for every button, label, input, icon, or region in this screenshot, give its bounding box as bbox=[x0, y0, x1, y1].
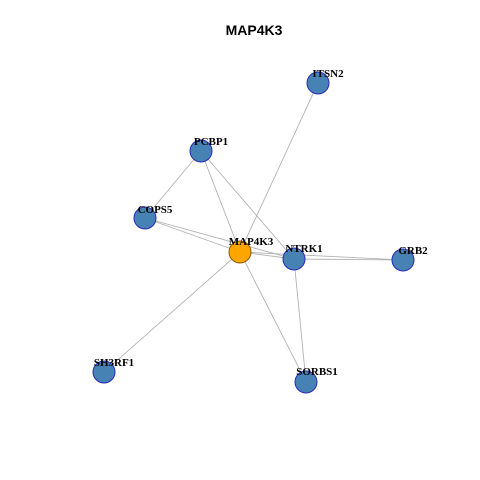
node-label-sh3rf1: SH3RF1 bbox=[94, 357, 134, 369]
edge-map4k3-grb2 bbox=[239, 251, 404, 261]
node-label-ntrk1: NTRK1 bbox=[285, 243, 322, 255]
node-cops5 bbox=[133, 206, 157, 230]
node-ntrk1 bbox=[282, 247, 306, 271]
node-grb2 bbox=[391, 248, 415, 272]
node-map4k3 bbox=[228, 240, 252, 264]
edge-pcbp1-ntrk1 bbox=[200, 150, 295, 260]
edge-map4k3-sorbs1 bbox=[239, 251, 307, 383]
node-label-pcbp1: PCBP1 bbox=[194, 136, 228, 148]
edge-map4k3-sh3rf1 bbox=[103, 251, 241, 373]
edge-ntrk1-sorbs1 bbox=[293, 258, 307, 383]
edge-map4k3-pcbp1 bbox=[200, 150, 241, 253]
edge-layer bbox=[103, 82, 404, 383]
node-label-grb2: GRB2 bbox=[398, 245, 428, 257]
edge-map4k3-itsn2 bbox=[239, 82, 319, 253]
graph-title: MAP4K3 bbox=[226, 22, 283, 38]
node-sorbs1 bbox=[294, 370, 318, 394]
node-itsn2 bbox=[306, 71, 330, 95]
edge-map4k3-cops5 bbox=[144, 217, 241, 253]
edge-pcbp1-cops5 bbox=[144, 150, 202, 219]
node-label-itsn2: ITSN2 bbox=[312, 68, 344, 80]
edge-cops5-ntrk1 bbox=[144, 217, 295, 260]
edge-ntrk1-grb2 bbox=[293, 258, 404, 261]
node-label-cops5: COPS5 bbox=[138, 204, 173, 216]
node-label-map4k3: MAP4K3 bbox=[229, 236, 274, 248]
node-sh3rf1 bbox=[92, 360, 116, 384]
node-pcbp1 bbox=[189, 139, 213, 163]
node-label-sorbs1: SORBS1 bbox=[296, 366, 338, 378]
node-layer bbox=[92, 71, 415, 394]
